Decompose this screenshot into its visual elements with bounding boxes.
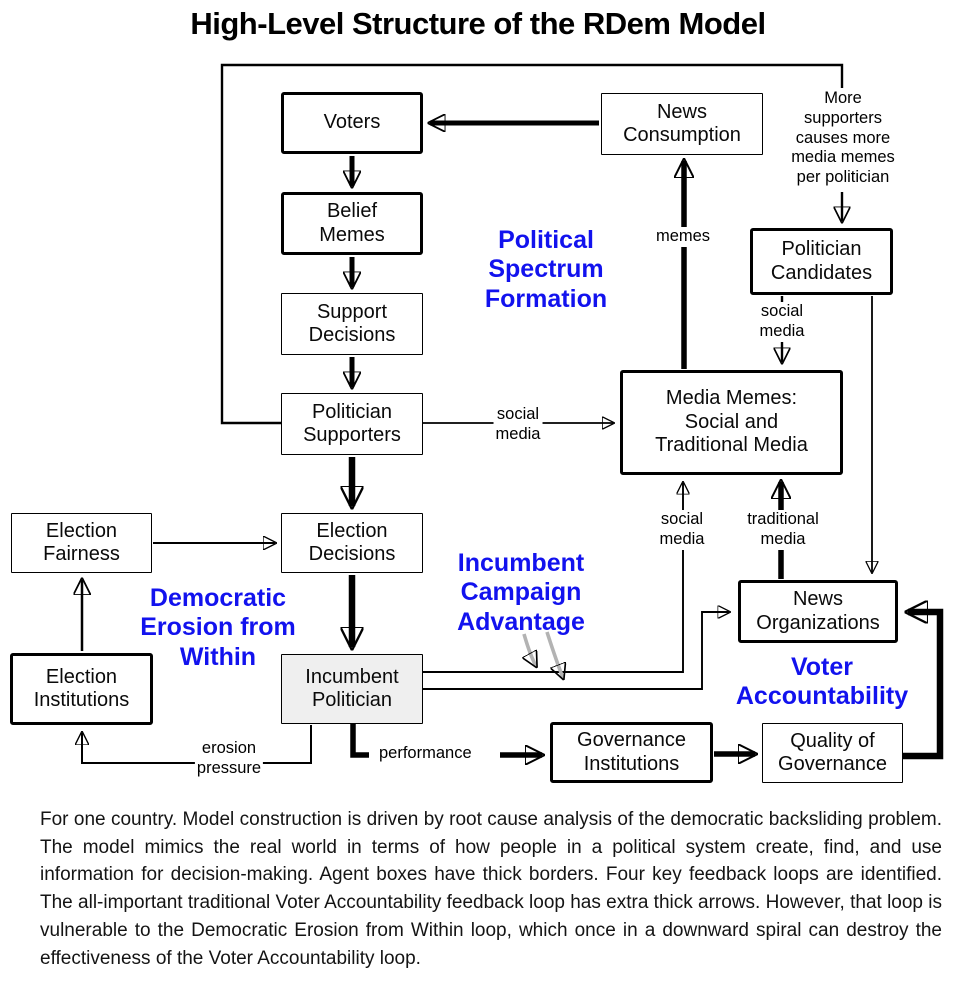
edge-label-traditional-media: traditional media <box>745 510 821 550</box>
gray-arrow-campaign-advantage-2 <box>545 631 563 678</box>
box-support-decisions: Support Decisions <box>281 293 423 355</box>
edge-label-social-media-candidates: social media <box>757 302 807 342</box>
box-media-memes: Media Memes: Social and Traditional Medi… <box>620 370 843 475</box>
loop-label-incumbent-campaign-advantage: Incumbent Campaign Advantage <box>457 549 585 636</box>
box-politician-supporters: Politician Supporters <box>281 393 423 455</box>
loop-label-democratic-erosion-from-within: Democratic Erosion from Within <box>140 584 296 671</box>
arrow-quality-to-news-organizations <box>903 612 944 760</box>
box-governance-institutions: Governance Institutions <box>550 722 713 783</box>
box-incumbent-politician: Incumbent Politician <box>281 654 423 724</box>
box-voters: Voters <box>281 92 423 154</box>
edge-label-memes: memes <box>653 227 713 247</box>
loop-label-voter-accountability: Voter Accountability <box>735 653 909 711</box>
box-election-decisions: Election Decisions <box>281 513 423 573</box>
box-belief-memes: Belief Memes <box>281 192 423 255</box>
box-election-institutions: Election Institutions <box>10 653 153 725</box>
loop-label-political-spectrum-formation: Political Spectrum Formation <box>484 226 608 313</box>
edge-label-social-media-incumbent: social media <box>657 510 707 550</box>
edge-label-erosion-pressure: erosion pressure <box>194 739 264 779</box>
box-quality-of-governance: Quality of Governance <box>762 723 903 783</box>
arrow-incumbent-to-news-organizations <box>423 612 729 690</box>
box-news-consumption: News Consumption <box>601 93 763 155</box>
edge-label-social-media-supporters: social media <box>493 405 543 445</box>
edge-label-performance: performance <box>377 744 474 764</box>
gray-arrow-campaign-advantage-1 <box>524 633 536 666</box>
edge-label-more-supporters-note: More supporters causes more media memes … <box>780 89 906 188</box>
line-supporters-outer-loop <box>220 63 844 425</box>
box-news-organizations: News Organizations <box>738 580 898 643</box>
box-election-fairness: Election Fairness <box>11 513 152 573</box>
line-incumbent-performance-elbow <box>350 724 369 758</box>
page-title: High-Level Structure of the RDem Model <box>190 6 766 41</box>
figure-caption: For one country. Model construction is d… <box>40 809 942 969</box>
box-politician-candidates: Politician Candidates <box>750 228 893 295</box>
